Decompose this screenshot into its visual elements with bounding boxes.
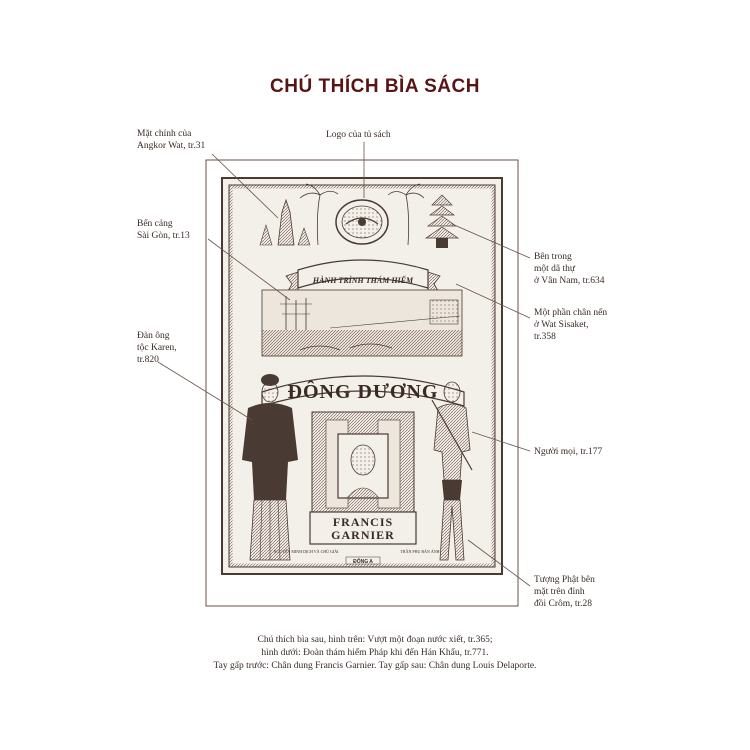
palm-trees-image	[299, 183, 425, 246]
label-moi-man: Người mọi, tr.177	[534, 447, 603, 457]
moi-man-figure	[431, 381, 473, 561]
leader-lines	[157, 142, 531, 587]
back-cover-caption: Chú thích bìa sau, hình trên: Vượt một đ…	[0, 634, 750, 673]
label-series-logo: Logo của tủ sách	[326, 130, 391, 140]
author-plate	[309, 511, 417, 545]
title-arch	[261, 375, 465, 407]
cover-publisher: ĐÔNG A	[353, 557, 373, 565]
cover-credits-left: NGUYỄN MINH DỊCH VÀ CHÚ GIẢI	[274, 549, 340, 554]
book-outline	[205, 159, 519, 607]
ornamental-portal	[311, 411, 415, 513]
cover-title-text: ĐÔNG DƯƠNG	[288, 379, 439, 403]
page-title: CHÚ THÍCH BÌA SÁCH	[270, 76, 480, 97]
caption-line-3: Tay gấp trước: Chân dung Francis Garnier…	[213, 661, 537, 671]
author-line-1: FRANCIS	[333, 515, 393, 529]
caption-line-2: hình dưới: Đoàn thám hiểm Pháp khi đến H…	[261, 648, 489, 658]
author-line-2: GARNIER	[331, 528, 395, 542]
angkor-pagoda-image	[259, 198, 311, 246]
caption-line-1: Chú thích bìa sau, hình trên: Vượt một đ…	[257, 635, 493, 645]
karen-man-figure	[242, 374, 298, 561]
cover-credits-right: TRẦN PHỤ BẢN ẢNH	[400, 549, 439, 554]
cover-banner-text: HÀNH TRÌNH THÁM HIỂM	[312, 275, 414, 285]
yunnan-pagoda-image	[424, 194, 460, 248]
saigon-harbor-image	[261, 289, 463, 357]
series-logo	[335, 199, 389, 245]
